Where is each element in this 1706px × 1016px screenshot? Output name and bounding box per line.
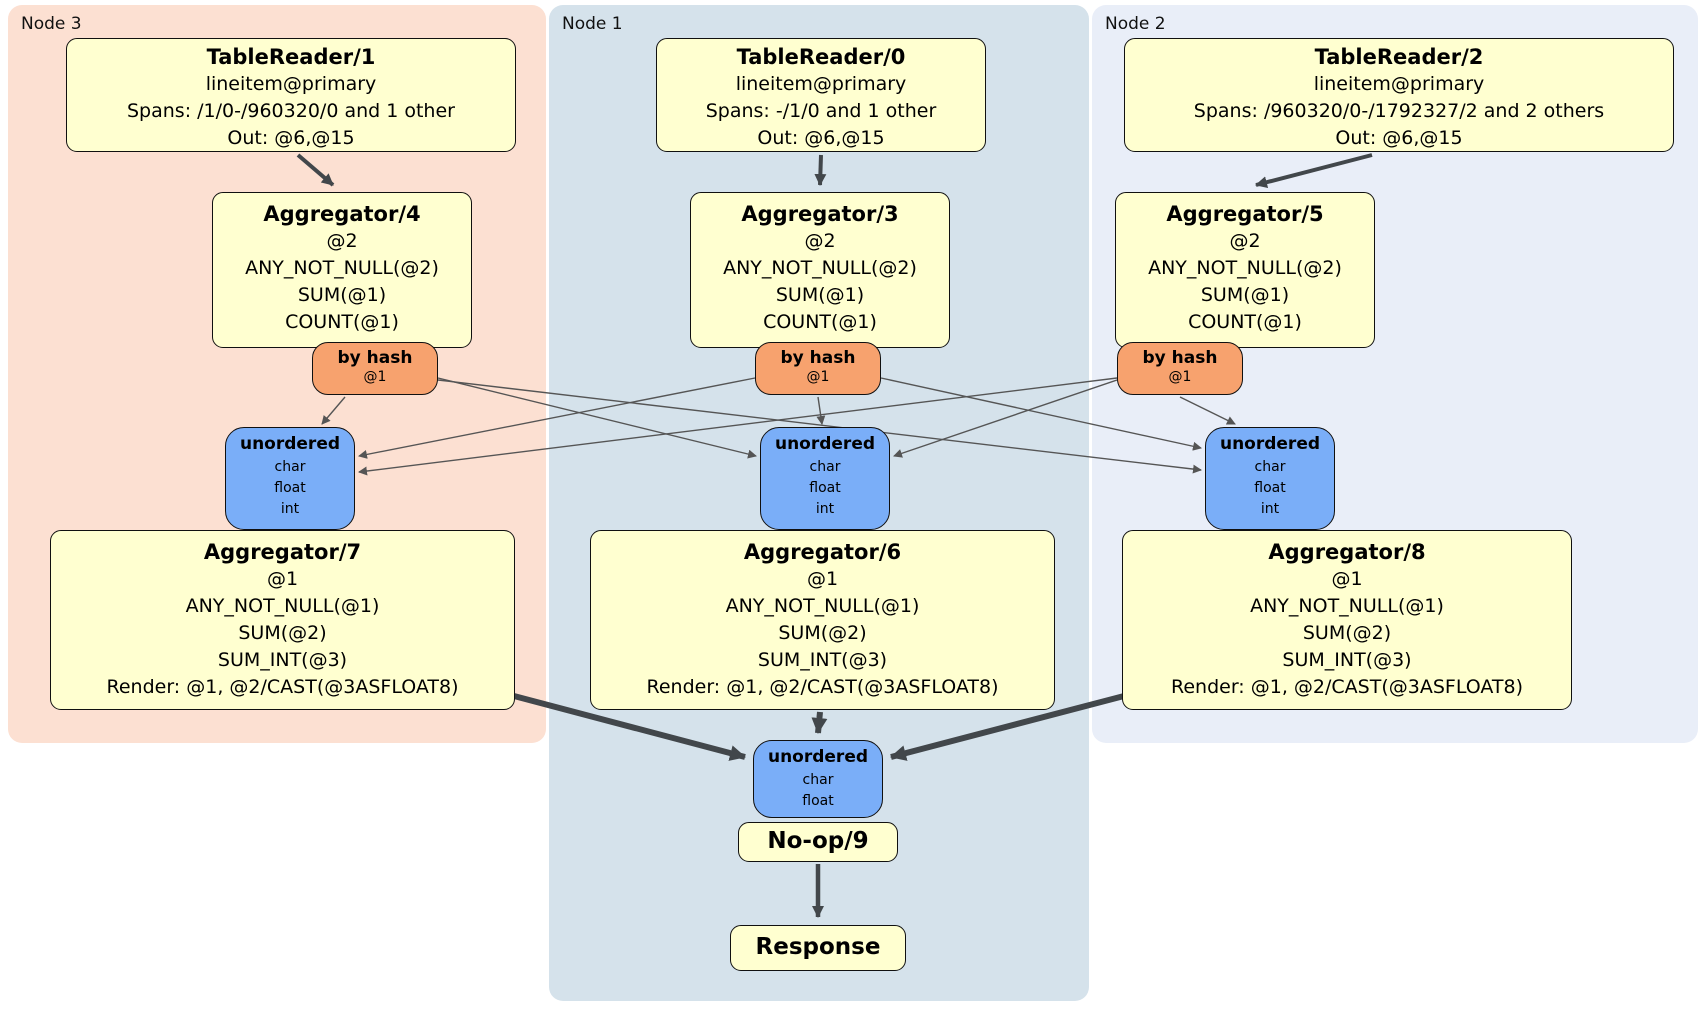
tablereader-0-box: TableReader/0 lineitem@primary Spans: -/… bbox=[656, 38, 986, 152]
router-by-hash-node3: by hash @1 bbox=[312, 342, 438, 395]
aggregator-7-line: SUM_INT(@3) bbox=[217, 649, 348, 671]
aggregator-6-line: SUM_INT(@3) bbox=[757, 649, 888, 671]
aggregator-4-line: COUNT(@1) bbox=[285, 311, 399, 333]
sync-unordered-final-line: float bbox=[802, 793, 834, 809]
response-title: Response bbox=[755, 934, 881, 960]
router-by-hash-node1: by hash @1 bbox=[755, 342, 881, 395]
sync-unordered-node1-line: float bbox=[809, 480, 841, 496]
sync-unordered-node3-title: unordered bbox=[239, 434, 341, 454]
sync-unordered-final-title: unordered bbox=[767, 747, 869, 767]
sync-unordered-node2-line: char bbox=[1254, 459, 1286, 475]
aggregator-3-line: @2 bbox=[804, 230, 836, 252]
sync-unordered-node3-line: int bbox=[280, 501, 300, 517]
router-by-hash-node2: by hash @1 bbox=[1117, 342, 1243, 395]
aggregator-5-line: ANY_NOT_NULL(@2) bbox=[1148, 257, 1342, 279]
noop-9-box: No-op/9 bbox=[738, 822, 898, 862]
tablereader-2-line: Out: @6,@15 bbox=[1335, 127, 1463, 149]
sync-unordered-node1: unordered char float int bbox=[760, 427, 890, 530]
tablereader-2-line: Spans: /960320/0-/1792327/2 and 2 others bbox=[1193, 100, 1605, 122]
aggregator-5-box: Aggregator/5 @2 ANY_NOT_NULL(@2) SUM(@1)… bbox=[1115, 192, 1375, 348]
aggregator-7-line: SUM(@2) bbox=[238, 622, 327, 644]
aggregator-6-line: Render: @1, @2/CAST(@3ASFLOAT8) bbox=[646, 676, 999, 698]
tablereader-0-title: TableReader/0 bbox=[736, 45, 906, 69]
tablereader-0-line: lineitem@primary bbox=[735, 73, 907, 95]
tablereader-1-line: Out: @6,@15 bbox=[227, 127, 355, 149]
tablereader-1-line: Spans: /1/0-/960320/0 and 1 other bbox=[127, 100, 455, 122]
aggregator-7-box: Aggregator/7 @1 ANY_NOT_NULL(@1) SUM(@2)… bbox=[50, 530, 515, 710]
router-by-hash-node2-detail: @1 bbox=[1168, 369, 1192, 385]
sync-unordered-final-line: char bbox=[802, 772, 834, 788]
sync-unordered-node2-line: int bbox=[1260, 501, 1280, 517]
node1-label: Node 1 bbox=[562, 14, 623, 34]
sync-unordered-node3: unordered char float int bbox=[225, 427, 355, 530]
response-box: Response bbox=[730, 925, 906, 971]
aggregator-6-box: Aggregator/6 @1 ANY_NOT_NULL(@1) SUM(@2)… bbox=[590, 530, 1055, 710]
router-by-hash-node2-title: by hash bbox=[1142, 348, 1218, 368]
sync-unordered-final: unordered char float bbox=[753, 740, 883, 818]
aggregator-3-line: ANY_NOT_NULL(@2) bbox=[723, 257, 917, 279]
node3-label: Node 3 bbox=[21, 14, 82, 34]
aggregator-8-line: ANY_NOT_NULL(@1) bbox=[1250, 595, 1444, 617]
tablereader-1-line: lineitem@primary bbox=[205, 73, 377, 95]
aggregator-5-line: COUNT(@1) bbox=[1188, 311, 1302, 333]
node2-label: Node 2 bbox=[1105, 14, 1166, 34]
router-by-hash-node1-detail: @1 bbox=[806, 369, 830, 385]
tablereader-1-title: TableReader/1 bbox=[206, 45, 376, 69]
aggregator-8-line: SUM(@2) bbox=[1302, 622, 1392, 644]
aggregator-7-line: ANY_NOT_NULL(@1) bbox=[185, 595, 380, 617]
aggregator-4-line: SUM(@1) bbox=[297, 284, 387, 306]
aggregator-6-line: SUM(@2) bbox=[778, 622, 867, 644]
tablereader-2-line: lineitem@primary bbox=[1313, 73, 1485, 95]
sync-unordered-node1-title: unordered bbox=[774, 434, 876, 454]
aggregator-4-line: @2 bbox=[326, 230, 358, 252]
aggregator-8-box: Aggregator/8 @1 ANY_NOT_NULL(@1) SUM(@2)… bbox=[1122, 530, 1572, 710]
tablereader-0-line: Spans: -/1/0 and 1 other bbox=[705, 100, 937, 122]
tablereader-aggregator-edges bbox=[296, 153, 1373, 189]
router-sync-edges bbox=[321, 377, 1236, 476]
router-by-hash-node3-title: by hash bbox=[337, 348, 413, 368]
aggregator-3-line: SUM(@1) bbox=[775, 284, 865, 306]
sync-unordered-node1-line: char bbox=[809, 459, 841, 475]
aggregator-7-line: @1 bbox=[266, 568, 299, 590]
tablereader-2-box: TableReader/2 lineitem@primary Spans: /9… bbox=[1124, 38, 1674, 152]
sync-unordered-node2: unordered char float int bbox=[1205, 427, 1335, 530]
aggregator-3-box: Aggregator/3 @2 ANY_NOT_NULL(@2) SUM(@1)… bbox=[690, 192, 950, 348]
sync-unordered-node3-line: float bbox=[274, 480, 306, 496]
noop-9-title: No-op/9 bbox=[767, 828, 869, 854]
aggregator-final-sync-edges bbox=[513, 693, 1125, 761]
aggregator-5-line: SUM(@1) bbox=[1200, 284, 1290, 306]
tablereader-1-box: TableReader/1 lineitem@primary Spans: /1… bbox=[66, 38, 516, 152]
aggregator-8-title: Aggregator/8 bbox=[1268, 540, 1426, 564]
aggregator-8-line: SUM_INT(@3) bbox=[1282, 649, 1412, 671]
aggregator-6-title: Aggregator/6 bbox=[743, 540, 902, 564]
sync-unordered-node2-title: unordered bbox=[1219, 434, 1321, 454]
aggregator-8-line: Render: @1, @2/CAST(@3ASFLOAT8) bbox=[1171, 676, 1523, 698]
tablereader-2-title: TableReader/2 bbox=[1314, 45, 1484, 69]
aggregator-8-line: @1 bbox=[1331, 568, 1363, 590]
aggregator-4-box: Aggregator/4 @2 ANY_NOT_NULL(@2) SUM(@1)… bbox=[212, 192, 472, 348]
aggregator-5-line: @2 bbox=[1229, 230, 1261, 252]
aggregator-4-line: ANY_NOT_NULL(@2) bbox=[245, 257, 439, 279]
aggregator-7-title: Aggregator/7 bbox=[203, 540, 362, 564]
sync-unordered-node2-line: float bbox=[1254, 480, 1286, 496]
aggregator-4-title: Aggregator/4 bbox=[263, 202, 421, 226]
aggregator-6-line: ANY_NOT_NULL(@1) bbox=[725, 595, 920, 617]
aggregator-7-line: Render: @1, @2/CAST(@3ASFLOAT8) bbox=[106, 676, 459, 698]
aggregator-6-line: @1 bbox=[806, 568, 839, 590]
aggregator-5-title: Aggregator/5 bbox=[1166, 202, 1324, 226]
tablereader-0-line: Out: @6,@15 bbox=[757, 127, 885, 149]
aggregator-3-title: Aggregator/3 bbox=[741, 202, 899, 226]
router-by-hash-node1-title: by hash bbox=[780, 348, 856, 368]
sync-unordered-node1-line: int bbox=[815, 501, 835, 517]
sync-unordered-node3-line: char bbox=[274, 459, 306, 475]
router-by-hash-node3-detail: @1 bbox=[363, 369, 387, 385]
aggregator-3-line: COUNT(@1) bbox=[763, 311, 877, 333]
